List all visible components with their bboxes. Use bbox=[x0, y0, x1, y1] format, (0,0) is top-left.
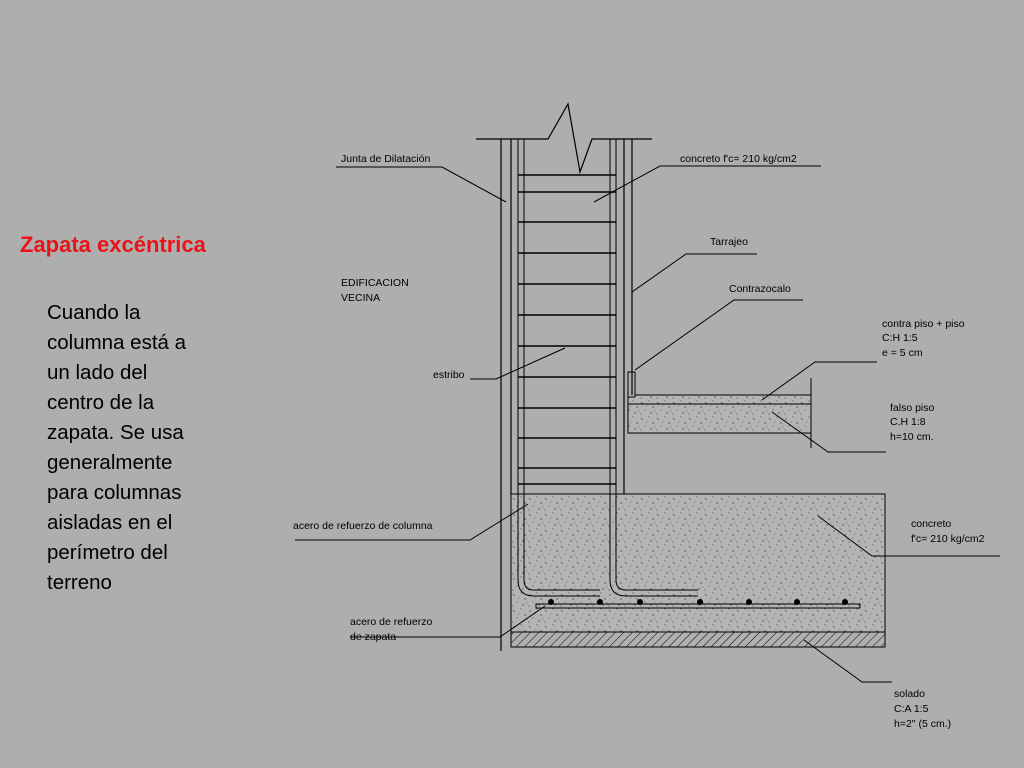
body-line: generalmente bbox=[47, 451, 173, 474]
body-line: para columnas bbox=[47, 481, 182, 504]
label-solado-mix: C:A 1:5 bbox=[894, 703, 929, 715]
label-tarrajeo: Tarrajeo bbox=[710, 236, 748, 248]
body-line: zapata. Se usa bbox=[47, 421, 184, 444]
label-contrazocalo: Contrazocalo bbox=[729, 283, 791, 295]
label-acero-columna: acero de refuerzo de columna bbox=[293, 520, 433, 532]
label-falsopiso-mix: C.H 1:8 bbox=[890, 416, 926, 428]
label-contrapiso-mix: C:H 1:5 bbox=[882, 332, 918, 344]
column-rebar-right bbox=[609, 139, 698, 597]
body-line: aisladas en el bbox=[47, 511, 173, 534]
label-contrapiso-thickness: e = 5 cm bbox=[882, 347, 923, 359]
column-rebar-left bbox=[517, 139, 600, 597]
label-concreto-zapata: concreto bbox=[911, 518, 951, 530]
label-solado: solado bbox=[894, 688, 925, 700]
stirrups bbox=[518, 174, 616, 485]
footing-rebar-dots bbox=[548, 599, 848, 605]
body-line: perímetro del bbox=[47, 541, 168, 564]
label-acero-zapata: acero de refuerzo bbox=[350, 616, 432, 628]
body-line: terreno bbox=[47, 571, 112, 594]
body-line: Cuando la bbox=[47, 301, 141, 324]
floor-slab bbox=[627, 394, 812, 434]
leader-lines bbox=[295, 165, 1000, 683]
label-edificacion: EDIFICACION bbox=[341, 277, 409, 289]
body-line: un lado del bbox=[47, 361, 148, 384]
label-concreto-columna: concreto f'c= 210 kg/cm2 bbox=[680, 153, 797, 165]
slide-body-text: Cuando la columna está a un lado del cen… bbox=[47, 298, 247, 598]
body-line: columna está a bbox=[47, 331, 187, 354]
label-contrapiso: contra piso + piso bbox=[882, 318, 965, 330]
label-solado-height: h=2" (5 cm.) bbox=[894, 718, 951, 730]
label-falsopiso-height: h=10 cm. bbox=[890, 431, 933, 443]
label-falsopiso: falso piso bbox=[890, 402, 935, 414]
break-line bbox=[476, 102, 652, 175]
footing-concrete bbox=[510, 493, 886, 633]
label-vecina: VECINA bbox=[341, 292, 380, 304]
label-concreto-zapata-fc: f'c= 210 kg/cm2 bbox=[911, 533, 985, 545]
body-line: centro de la bbox=[47, 391, 155, 414]
slide-title: Zapata excéntrica bbox=[20, 232, 206, 257]
label-junta: Junta de Dilatación bbox=[341, 153, 430, 165]
label-estribo: estribo bbox=[433, 369, 465, 381]
solado-layer bbox=[510, 631, 886, 648]
label-acero-zapata-2: de zapata bbox=[350, 631, 396, 643]
